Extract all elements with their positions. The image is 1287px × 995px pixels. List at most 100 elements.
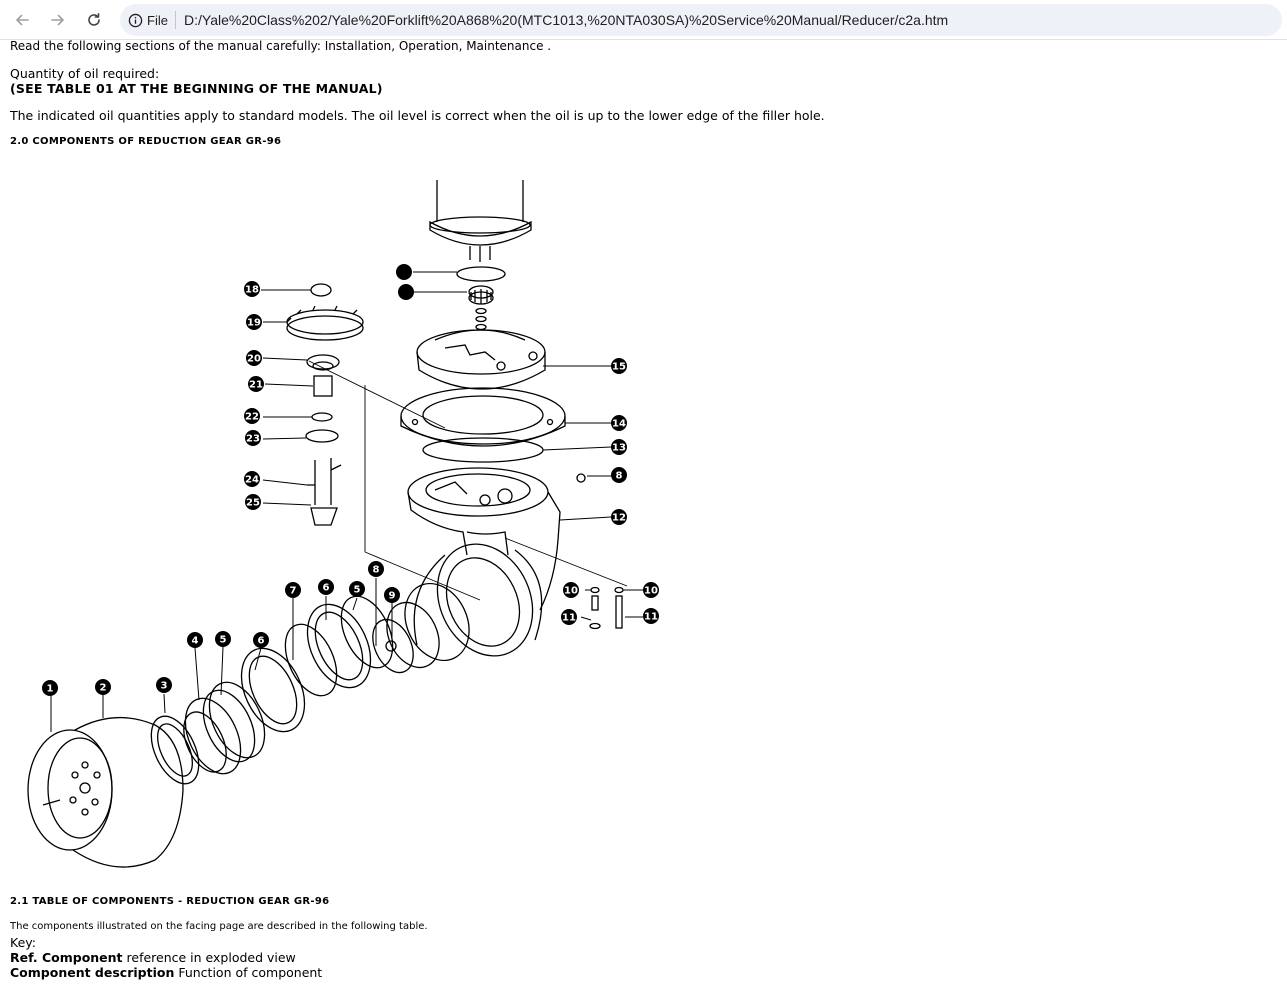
callout-number: 3 (161, 681, 168, 692)
wheel (27, 716, 184, 868)
callout-number: 12 (612, 513, 626, 524)
callout-number: 8 (373, 565, 380, 576)
callout-23: 23 (245, 430, 261, 446)
callout-number: 11 (562, 613, 576, 624)
callout-number: 15 (612, 362, 626, 373)
callout-19: 19 (246, 314, 262, 330)
reload-button[interactable] (82, 8, 106, 32)
callout-11: 11 (561, 609, 577, 625)
callout-number: 5 (220, 635, 227, 646)
callout-number: 4 (192, 636, 199, 647)
callout-25: 25 (245, 494, 261, 510)
key-item-description: Component description Function of compon… (10, 965, 322, 980)
unlabeled-callout-dot (398, 284, 414, 300)
callout-number: 8 (616, 471, 623, 482)
flange-ring (400, 387, 566, 447)
back-button[interactable] (10, 8, 34, 32)
leader-lines (308, 271, 628, 601)
callout-number: 1 (47, 684, 54, 695)
gear-casing (372, 543, 543, 674)
chip-label: File (147, 12, 168, 28)
callout-15: 15 (611, 358, 627, 374)
callout-number: 23 (246, 434, 260, 445)
browser-toolbar: File D:/Yale%20Class%202/Yale%20Forklift… (0, 0, 1287, 40)
callout-number: 21 (249, 380, 263, 391)
callout-number: 14 (612, 419, 626, 430)
callout-number: 9 (389, 591, 396, 602)
callout-24: 24 (244, 471, 260, 487)
oil-level-note: The indicated oil quantities apply to st… (10, 108, 825, 123)
callout-6: 6 (318, 579, 334, 595)
cover-plate (416, 329, 546, 390)
unlabeled-callout-dot (396, 264, 412, 280)
motor-housing (429, 180, 532, 262)
seal-ring (422, 437, 544, 463)
callout-4: 4 (187, 632, 203, 648)
callout-8: 8 (611, 467, 627, 483)
callout-number: 20 (247, 354, 261, 365)
forward-arrow-icon (51, 14, 64, 26)
reading-instruction: Read the following sections of the manua… (10, 39, 552, 53)
callout-number: 18 (245, 285, 259, 296)
address-bar[interactable]: File D:/Yale%20Class%202/Yale%20Forklift… (120, 4, 1282, 36)
chip-divider (175, 11, 176, 29)
callout-21: 21 (248, 376, 264, 392)
oil-table-reference: (SEE TABLE 01 AT THE BEGINNING OF THE MA… (10, 81, 383, 96)
callout-number: 24 (245, 475, 259, 486)
section-title: 2.0 COMPONENTS OF REDUCTION GEAR GR-96 (10, 136, 282, 147)
callout-3: 3 (156, 677, 172, 693)
key-item-reference: Ref. Component reference in exploded vie… (10, 950, 296, 965)
callout-20: 20 (246, 350, 262, 366)
callout-number: 19 (247, 318, 261, 329)
callout-7: 7 (285, 582, 301, 598)
callout-2: 2 (95, 679, 111, 695)
callout-8: 8 (368, 561, 384, 577)
exploded-view-diagram: 1819202122232425151413812101011117658945… (27, 180, 659, 868)
key-term: Ref. Component (10, 950, 123, 965)
site-info-chip[interactable]: File (128, 9, 168, 31)
key-description: Function of component (178, 965, 323, 980)
callout-18: 18 (244, 281, 260, 297)
table-intro: The components illustrated on the facing… (10, 921, 428, 932)
callout-1: 1 (42, 680, 58, 696)
key-term: Component description (10, 965, 175, 980)
callout-number: 7 (290, 586, 297, 597)
forward-button[interactable] (46, 8, 70, 32)
callout-number: 10 (644, 586, 658, 597)
callout-number: 13 (612, 443, 626, 454)
callout-5: 5 (215, 631, 231, 647)
callout-number: 5 (354, 585, 361, 596)
callout-9: 9 (384, 587, 400, 603)
callout-22: 22 (244, 408, 260, 424)
callout-number: 6 (258, 636, 265, 647)
ring-stack (150, 595, 394, 785)
callout-number: 25 (246, 498, 260, 509)
callout-number: 10 (564, 586, 578, 597)
callout-10: 10 (643, 582, 659, 598)
callout-5: 5 (349, 581, 365, 597)
key-label: Key: (10, 935, 36, 950)
callout-14: 14 (611, 415, 627, 431)
key-description: reference in exploded view (126, 950, 296, 965)
callout-13: 13 (611, 439, 627, 455)
bolts (576, 473, 624, 630)
o-ring-top (456, 266, 506, 282)
callout-6: 6 (253, 632, 269, 648)
url-text[interactable]: D:/Yale%20Class%202/Yale%20Forklift%20A8… (184, 12, 949, 28)
oil-quantity-label: Quantity of oil required: (10, 66, 160, 81)
callout-number: 6 (323, 583, 330, 594)
pinion-gear (468, 285, 494, 305)
table-title: 2.1 TABLE OF COMPONENTS - REDUCTION GEAR… (10, 896, 330, 907)
side-parts (286, 283, 364, 526)
reload-icon (88, 13, 100, 26)
callout-11: 11 (643, 608, 659, 624)
callout-12: 12 (611, 509, 627, 525)
callout-number: 11 (644, 612, 658, 623)
callout-number: 2 (100, 683, 107, 694)
callout-number: 22 (245, 412, 259, 423)
back-arrow-icon (16, 14, 29, 26)
reducer-housing (407, 467, 561, 611)
callout-10: 10 (563, 582, 579, 598)
info-icon (128, 13, 143, 27)
